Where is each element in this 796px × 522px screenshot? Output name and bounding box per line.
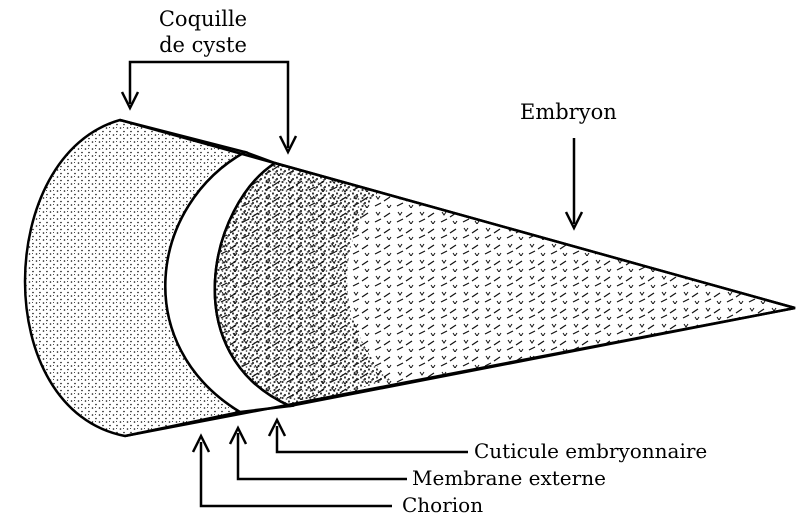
label-outer-membrane: Membrane externe [412,466,606,490]
label-cyst-shell-line2: de cyste [144,32,262,58]
label-cyst-shell: Coquille de cyste [144,6,262,58]
label-embryonic-cuticle: Cuticule embryonnaire [474,439,707,463]
cuticle-leader [277,426,468,452]
label-chorion: Chorion [402,493,483,517]
label-cyst-shell-line1: Coquille [144,6,262,32]
membrane-leader [238,433,407,479]
label-embryo: Embryon [520,100,617,124]
